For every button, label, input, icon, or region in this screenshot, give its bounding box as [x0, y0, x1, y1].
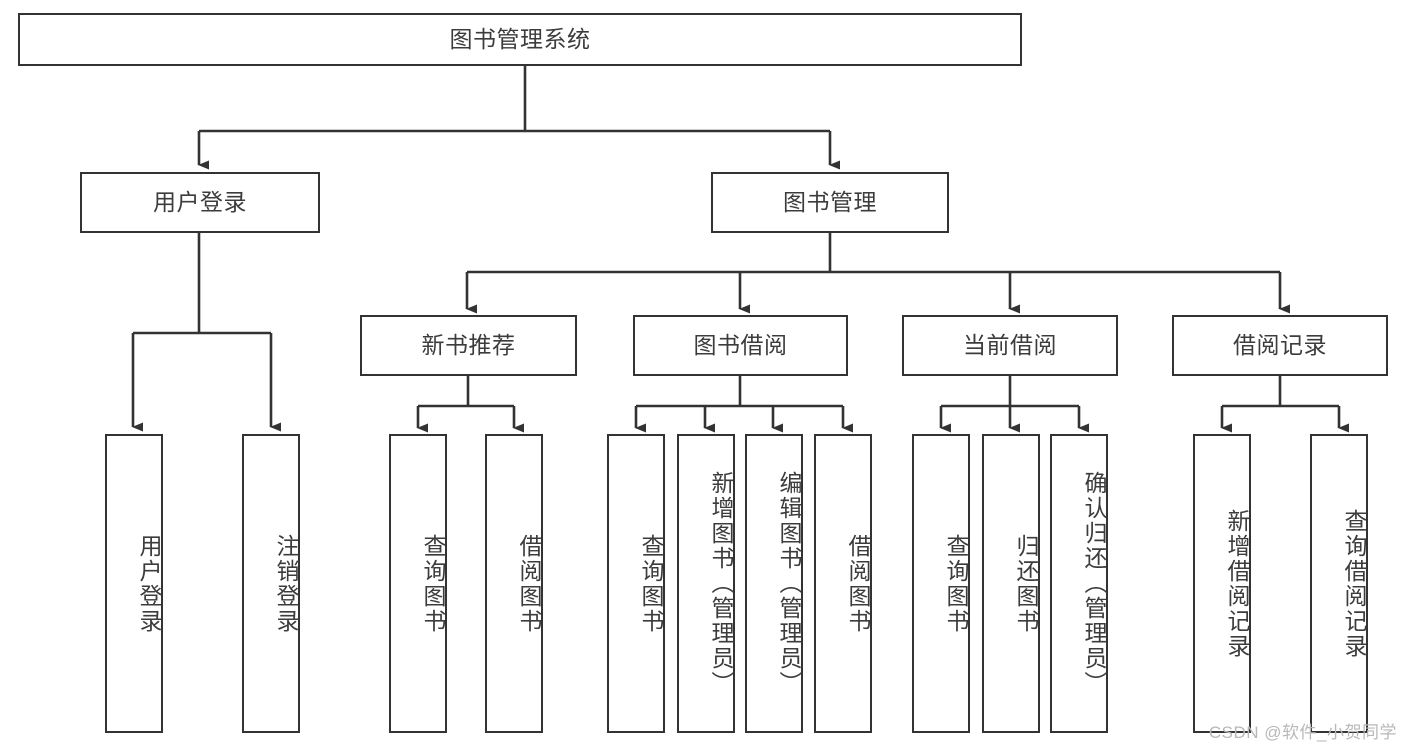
node-label: 查询图书	[943, 533, 969, 634]
node-label: 新增图书（管理员）	[708, 471, 734, 696]
node-label: 编辑图书（管理员）	[776, 471, 802, 696]
node-label: 归还图书	[1013, 533, 1039, 634]
leaf-add-book-admin[interactable]: 新增图书（管理员）	[677, 434, 735, 733]
edges-currentborrow-to-leaves	[939, 376, 1089, 433]
edges-newbook-to-leaves	[416, 376, 524, 433]
node-label: 查询图书	[420, 533, 446, 634]
edges-borrowrecord-to-leaves	[1220, 376, 1349, 433]
node-label: 借阅记录	[1233, 331, 1327, 358]
leaf-confirm-return-admin[interactable]: 确认归还（管理员）	[1050, 434, 1108, 733]
leaf-query-book-borrow[interactable]: 查询图书	[607, 434, 665, 733]
edges-root-to-level2	[197, 66, 840, 170]
leaf-edit-book-admin[interactable]: 编辑图书（管理员）	[745, 434, 803, 733]
leaf-user-login[interactable]: 用户登录	[105, 434, 163, 733]
node-label: 确认归还（管理员）	[1081, 471, 1107, 696]
node-book-management[interactable]: 图书管理	[711, 172, 949, 233]
edges-bookmanage-to-level3	[465, 233, 1290, 314]
node-label: 借阅图书	[516, 533, 542, 634]
node-label: 借阅图书	[845, 533, 871, 634]
node-book-borrow[interactable]: 图书借阅	[633, 315, 848, 376]
node-label: 注销登录	[273, 533, 299, 634]
node-label: 图书借阅	[693, 331, 788, 358]
node-root-book-management-system[interactable]: 图书管理系统	[18, 13, 1022, 66]
leaf-return-book[interactable]: 归还图书	[982, 434, 1040, 733]
node-label: 用户登录	[136, 533, 162, 634]
edges-userlogin-to-leaves	[131, 233, 281, 432]
node-label: 图书管理	[783, 188, 877, 215]
leaf-logout-login[interactable]: 注销登录	[242, 434, 300, 733]
leaf-query-book-current[interactable]: 查询图书	[912, 434, 970, 733]
leaf-borrow-book[interactable]: 借阅图书	[814, 434, 872, 733]
node-new-book-recommend[interactable]: 新书推荐	[360, 315, 577, 376]
node-label: 当前借阅	[963, 331, 1057, 358]
leaf-add-borrow-record[interactable]: 新增借阅记录	[1193, 434, 1251, 733]
leaf-query-book-recommend[interactable]: 查询图书	[389, 434, 447, 733]
node-user-login[interactable]: 用户登录	[80, 172, 320, 233]
node-borrow-record[interactable]: 借阅记录	[1172, 315, 1388, 376]
leaf-borrow-book-recommend[interactable]: 借阅图书	[485, 434, 543, 733]
leaf-query-borrow-record[interactable]: 查询借阅记录	[1310, 434, 1368, 733]
node-label: 图书管理系统	[449, 25, 591, 52]
edges-bookborrow-to-leaves	[634, 376, 853, 433]
node-label: 查询图书	[638, 533, 664, 634]
node-label: 新增借阅记录	[1224, 508, 1250, 659]
node-label: 查询借阅记录	[1341, 508, 1367, 659]
node-current-borrow[interactable]: 当前借阅	[902, 315, 1118, 376]
node-label: 新书推荐	[421, 331, 516, 358]
node-label: 用户登录	[153, 188, 247, 215]
